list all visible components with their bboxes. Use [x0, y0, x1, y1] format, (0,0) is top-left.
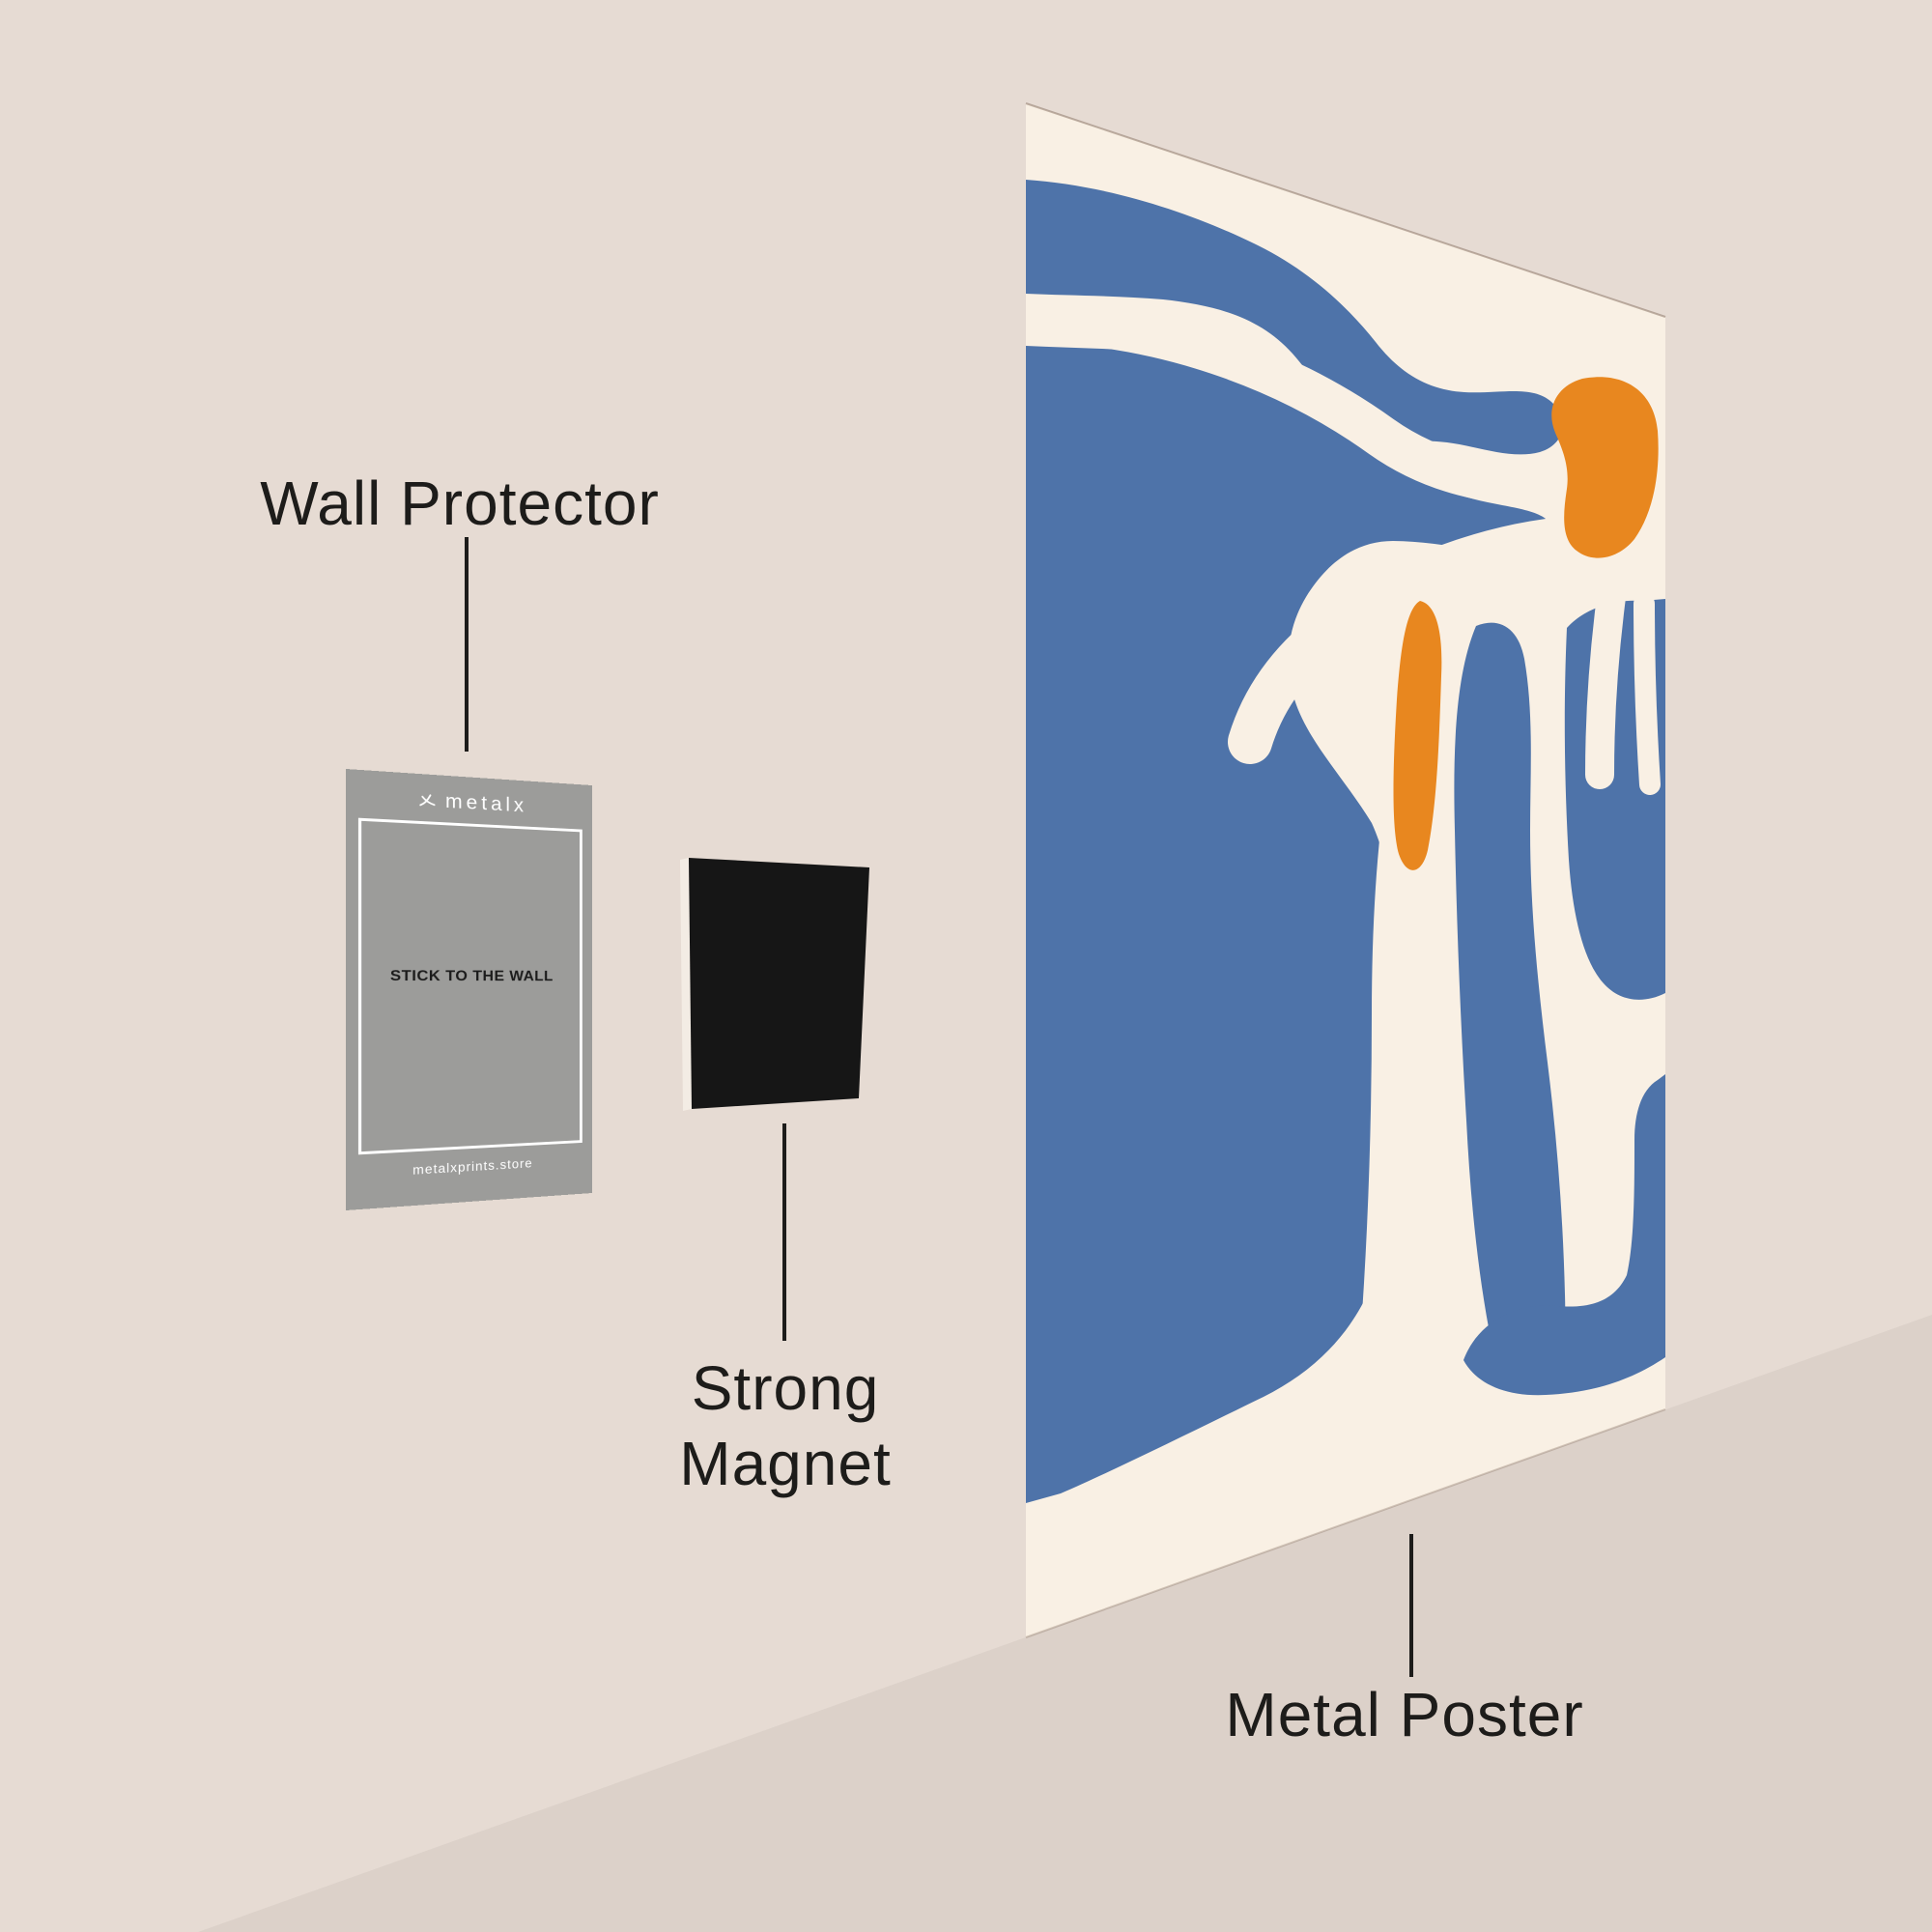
- poster-bottom-edge: [1025, 1408, 1666, 1638]
- metalx-logo-icon: [418, 793, 437, 810]
- card-brand-logo: metalx: [444, 790, 527, 817]
- wall-protector-label: Wall Protector: [260, 469, 660, 538]
- magnet: [689, 858, 869, 1109]
- metal-poster-label: Metal Poster: [1225, 1680, 1584, 1749]
- card-logo-row: metalx: [346, 784, 592, 821]
- strong-magnet-label-line2: Magnet: [679, 1429, 892, 1498]
- card-inner-border: [357, 817, 582, 1155]
- card-instruction-text: STICK TO THE WALL: [389, 968, 554, 984]
- poster-top-edge: [1025, 102, 1666, 318]
- flower-center: [1551, 377, 1659, 558]
- card-website-text: metalxprints.store: [412, 1155, 533, 1178]
- metal-poster-artwork: [1026, 103, 1665, 1637]
- strong-magnet-label: Strong Magnet: [679, 1350, 891, 1501]
- magnet-edge-highlight: [680, 858, 692, 1111]
- wall-protector-card: metalx STICK TO THE WALL metalxprints.st…: [346, 769, 592, 1210]
- strong-magnet-label-line1: Strong: [691, 1353, 880, 1423]
- flower-teardrop: [1393, 601, 1442, 870]
